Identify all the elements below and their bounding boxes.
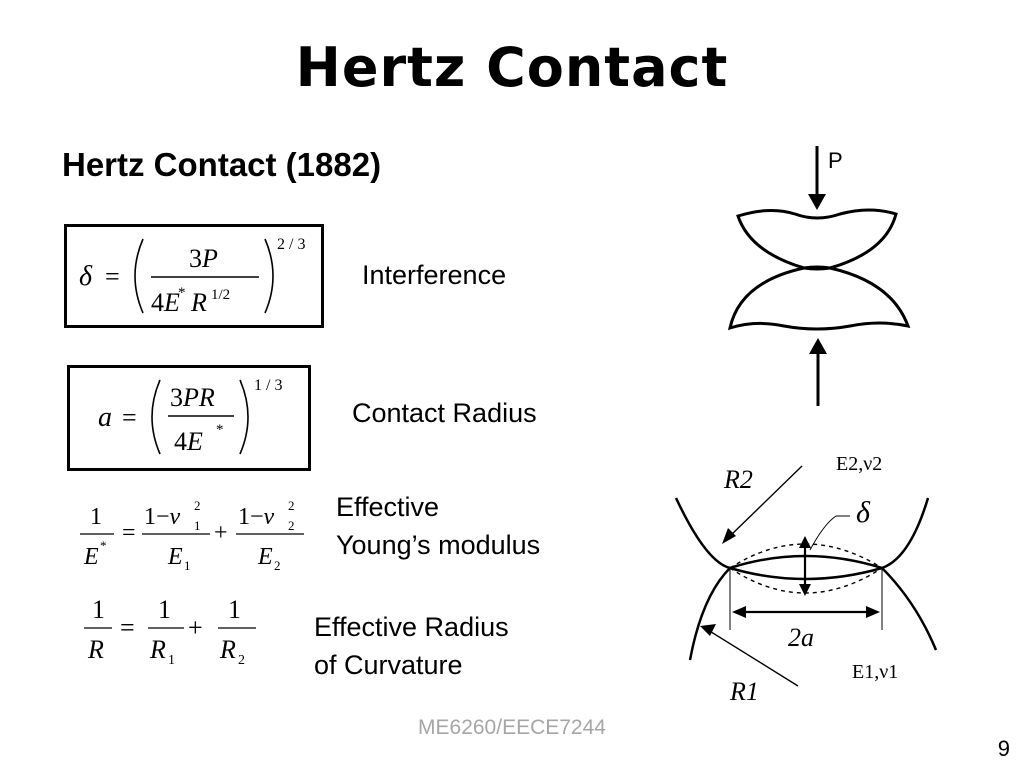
svg-text:1: 1 [184, 558, 191, 573]
svg-text:R: R [87, 635, 104, 664]
svg-text:R: R [149, 635, 166, 664]
svg-text:1/2: 1/2 [211, 287, 230, 303]
svg-text:4E: 4E [151, 288, 180, 317]
svg-text:1: 1 [168, 653, 175, 668]
svg-text:1: 1 [92, 595, 105, 624]
svg-text:R: R [190, 288, 207, 317]
contact-width-label: 2a [788, 623, 814, 652]
slide-subtitle: Hertz Contact (1882) [62, 146, 382, 183]
svg-text:3P: 3P [189, 244, 218, 273]
lower-surface [688, 554, 938, 661]
effective-modulus-label: Effective Young’s modulus [336, 492, 541, 560]
svg-text:E: E [83, 544, 99, 570]
svg-text:E: E [257, 544, 273, 570]
svg-text:1: 1 [194, 518, 201, 533]
svg-text:*: * [178, 285, 186, 301]
svg-text:2: 2 [288, 498, 295, 513]
contact-geometry-diagram: R2 R1 E2,ν2 E1,ν1 δ 2a [674, 453, 938, 706]
lower-body [727, 265, 911, 331]
page-number: 9 [997, 736, 1010, 761]
svg-text:2: 2 [194, 498, 201, 513]
slide-title: Hertz Contact [295, 36, 729, 99]
svg-text:2: 2 [274, 558, 281, 573]
svg-text:R: R [219, 635, 236, 664]
svg-text:2 / 3: 2 / 3 [277, 236, 305, 253]
svg-text:=: = [122, 403, 137, 432]
radius-lower-line [707, 629, 799, 687]
svg-text:+: + [188, 613, 203, 642]
svg-text:3PR: 3PR [170, 383, 215, 412]
bottom-body-props: E1,ν1 [852, 661, 898, 683]
radius-top-label: R2 [723, 465, 753, 494]
upper-body [736, 208, 898, 271]
interference-symbol: δ [856, 496, 871, 529]
contact-bodies-diagram: P [727, 146, 911, 406]
svg-text:*: * [100, 538, 107, 553]
svg-text:*: * [216, 422, 224, 438]
svg-text:E: E [167, 544, 183, 570]
svg-text:2: 2 [288, 518, 295, 533]
svg-text:δ: δ [79, 261, 93, 292]
course-footer: ME6260/EECE7244 [418, 716, 606, 739]
contact-radius-equation: a = 3PR 4E * 1 / 3 [98, 377, 282, 456]
radius-bottom-label: R1 [729, 677, 759, 706]
upper-surface [674, 497, 930, 581]
interference-equation-box: δ = 3P 4E * R 1/2 2 / 3 [64, 224, 324, 328]
svg-text:1: 1 [228, 595, 241, 624]
effective-radius-equation: 1 R = 1 R 1 + 1 R 2 [84, 595, 256, 668]
interference-equation: δ = 3P 4E * R 1/2 2 / 3 [79, 236, 305, 317]
svg-text:+: + [214, 520, 228, 546]
svg-text:4E: 4E [174, 427, 203, 456]
svg-text:=: = [122, 520, 136, 546]
radius-upper-line [727, 465, 803, 539]
interference-label: Interference [362, 260, 507, 290]
load-label: P [828, 148, 843, 173]
svg-text:1−ν: 1−ν [238, 504, 275, 530]
svg-text:=: = [120, 613, 135, 642]
svg-text:1: 1 [90, 504, 102, 530]
svg-text:2: 2 [238, 653, 245, 668]
contact-radius-equation-box: a = 3PR 4E * 1 / 3 [67, 365, 311, 471]
svg-text:1: 1 [158, 595, 171, 624]
effective-radius-label: Effective Radius of Curvature [314, 612, 509, 680]
svg-text:1−ν: 1−ν [144, 504, 181, 530]
svg-text:=: = [105, 262, 120, 291]
effective-modulus-equation: 1 E * = 1−ν 2 1 E 1 + 1−ν 2 2 E 2 [80, 498, 304, 573]
top-body-props: E2,ν2 [836, 453, 882, 475]
svg-text:a: a [98, 402, 112, 433]
contact-radius-label: Contact Radius [352, 398, 537, 428]
svg-text:1 / 3: 1 / 3 [254, 377, 282, 394]
